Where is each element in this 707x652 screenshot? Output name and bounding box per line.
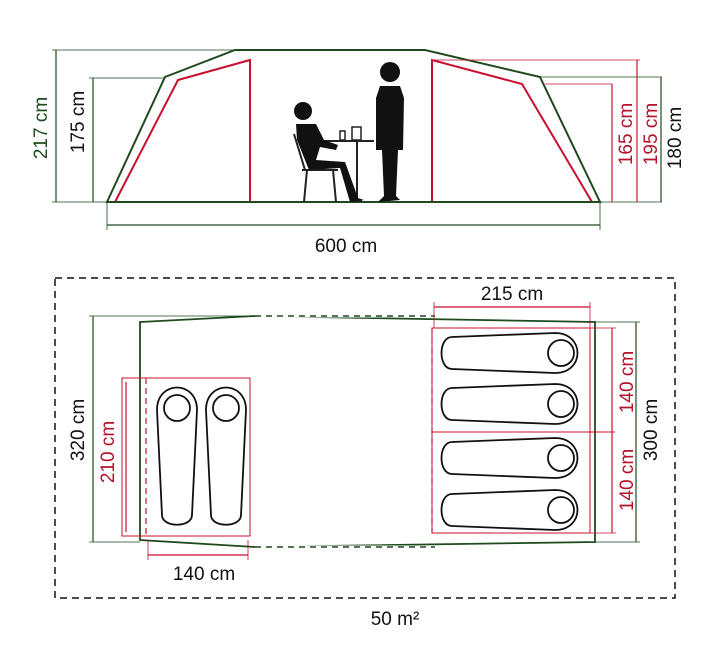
chair-icon [293, 133, 338, 203]
dim-195-label: 195 cm [641, 103, 662, 165]
dim-140-lower-label: 140 cm [617, 449, 638, 511]
footprint-outline [54, 277, 676, 599]
left-bedroom-wall [114, 58, 251, 203]
side-view: 217 cm 175 cm 600 cm 165 cm 195 cm 180 c… [31, 49, 686, 257]
sleeping-bag-icon [205, 386, 247, 526]
standing-person-icon [376, 62, 404, 202]
dim-175-label: 175 cm [68, 91, 89, 153]
sleeping-bag-icon [156, 386, 198, 526]
dim-140-upper-label: 140 cm [617, 351, 638, 413]
tent-side-outline [105, 49, 602, 203]
dim-215-label: 215 cm [481, 284, 543, 305]
cup-icon [351, 126, 362, 141]
dim-140-bottom-label: 140 cm [173, 564, 235, 585]
glass-icon [339, 130, 346, 141]
seated-person-icon [294, 102, 364, 202]
sleeping-bag-icon [440, 489, 579, 531]
floor-plan: 50 m² 320 cm 210 cm 140 cm [54, 277, 676, 630]
dim-320-label: 320 cm [68, 399, 89, 461]
right-bedroom-wall [431, 58, 593, 203]
dim-180-label: 180 cm [665, 107, 686, 169]
dim-165-label: 165 cm [616, 103, 637, 165]
dim-600-label: 600 cm [315, 236, 377, 257]
sleeping-bag-icon [440, 437, 579, 479]
dim-210-label: 210 cm [98, 421, 119, 483]
sleeping-bag-icon [440, 332, 579, 374]
dim-217-label: 217 cm [31, 97, 52, 159]
left-bedroom-outline [121, 377, 251, 537]
dim-300-label: 300 cm [641, 399, 662, 461]
right-bedroom-outline [431, 327, 591, 534]
sleeping-bag-icon [440, 383, 579, 425]
total-area-label: 50 m² [371, 609, 420, 630]
